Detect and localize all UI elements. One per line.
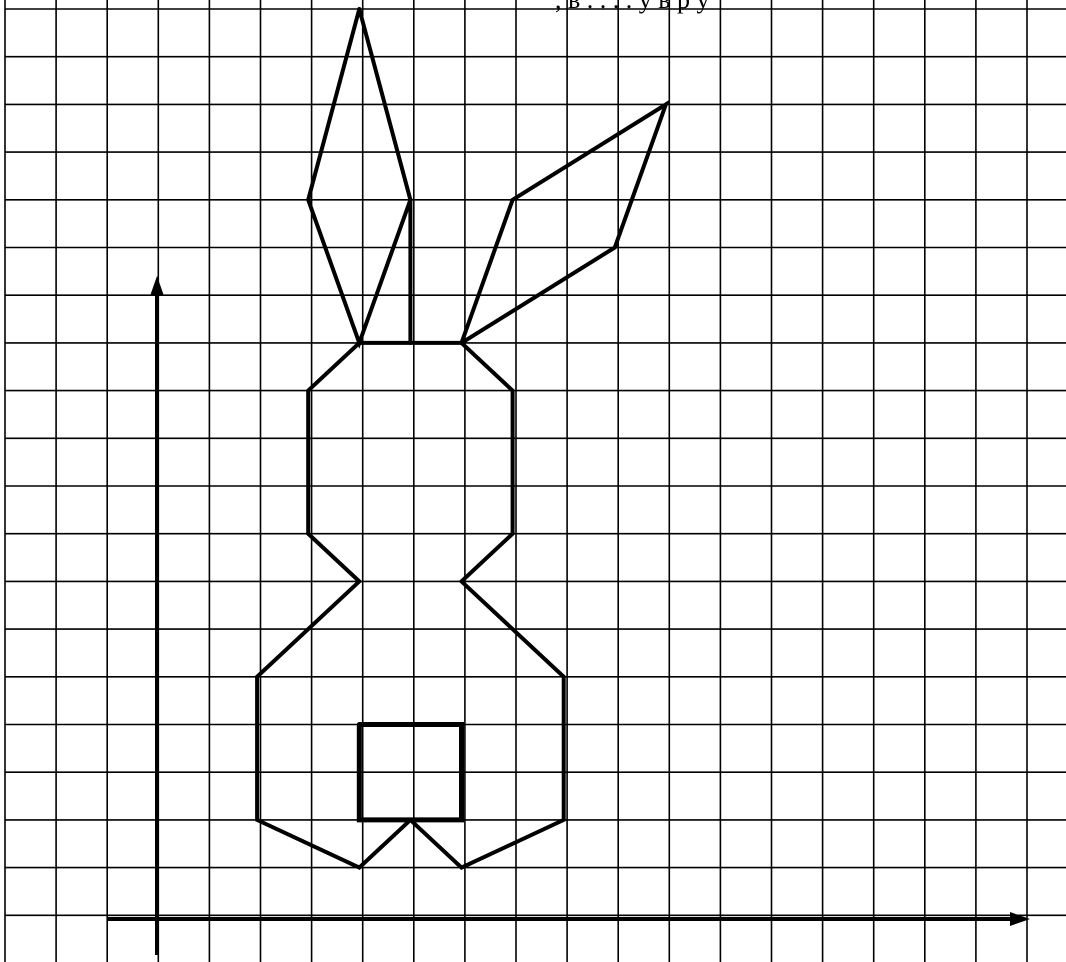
rabbit-left-ear xyxy=(308,9,410,343)
rabbit-right-ear xyxy=(462,104,666,343)
coordinate-axes xyxy=(108,276,1030,955)
y-axis-arrowhead-icon xyxy=(150,276,164,296)
grid-lines xyxy=(5,0,1066,962)
rabbit-head-left xyxy=(257,343,410,868)
